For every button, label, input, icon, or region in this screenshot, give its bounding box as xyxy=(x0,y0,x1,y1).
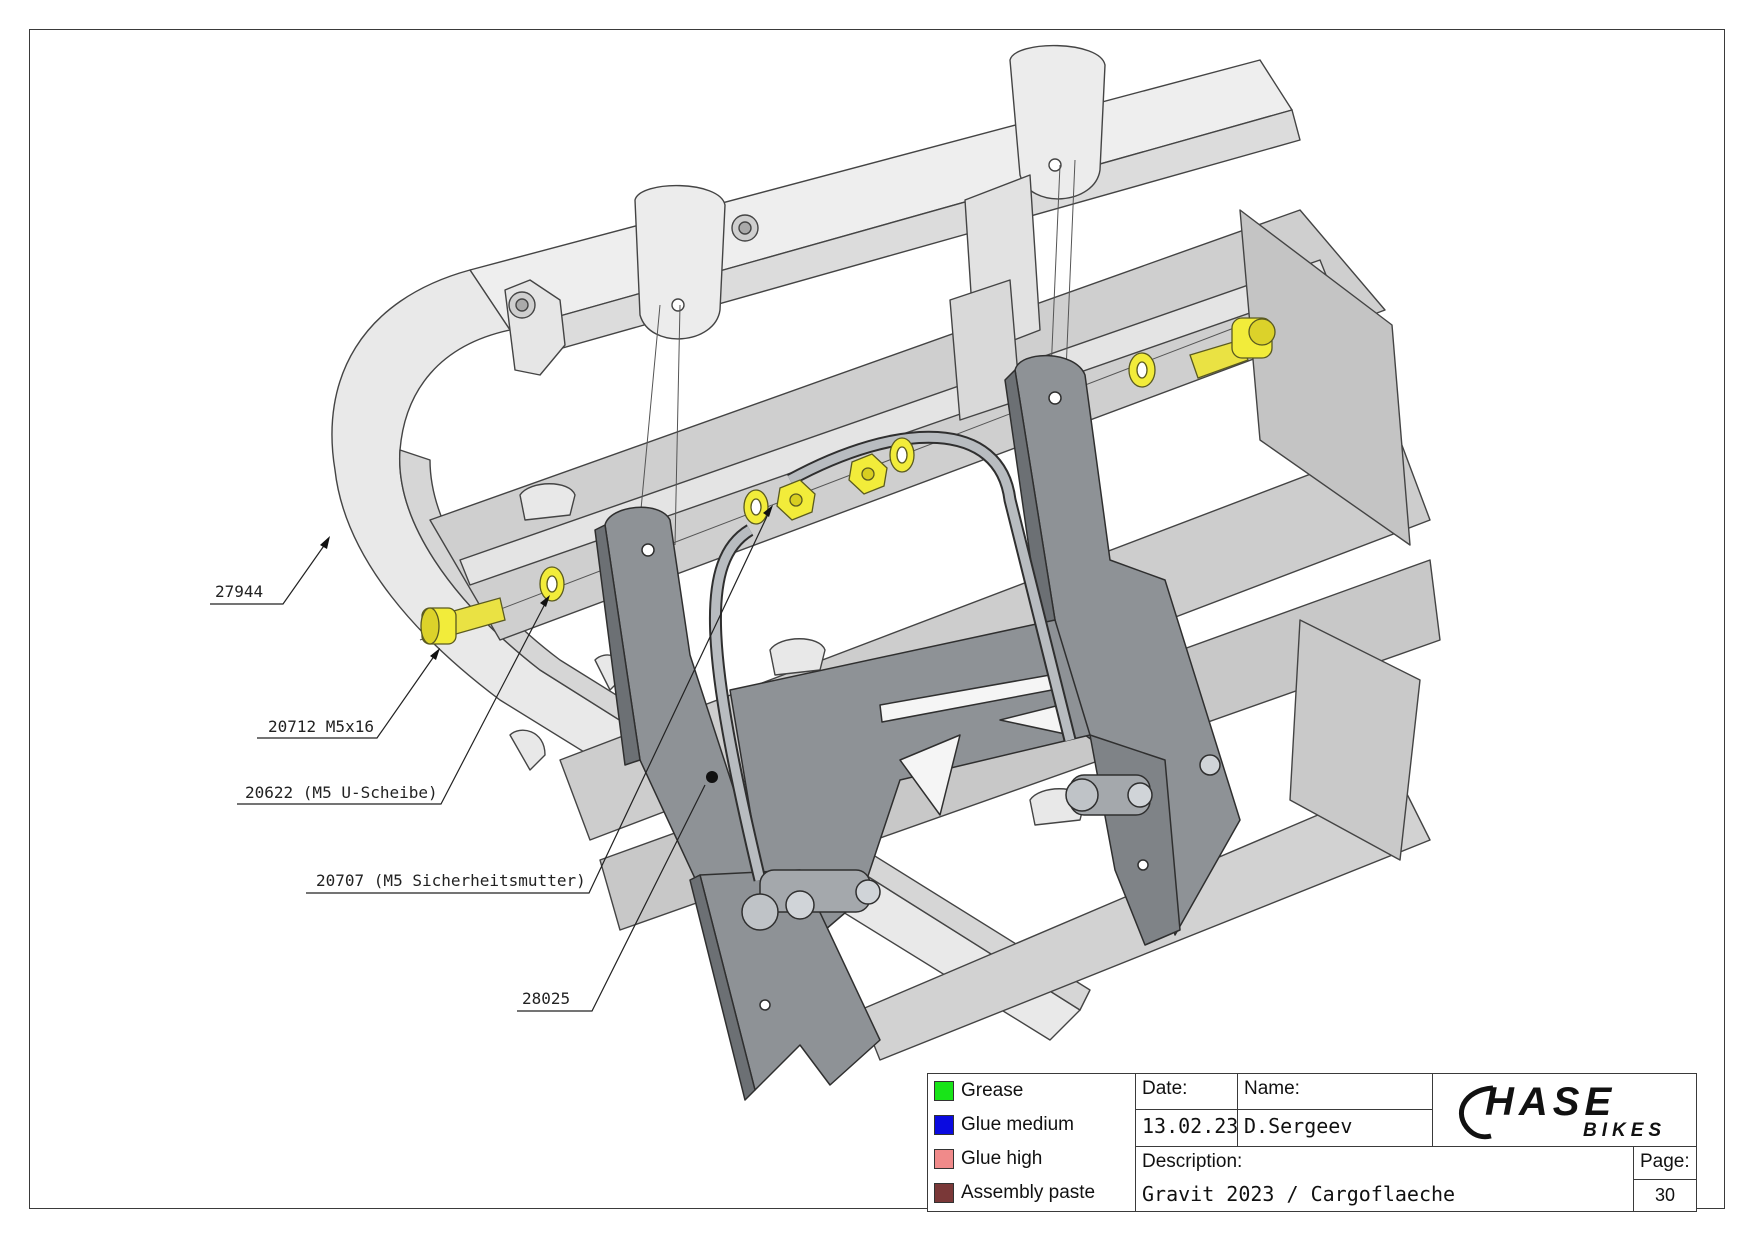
name-caption: Name: xyxy=(1244,1078,1300,1099)
assembly-paste-swatch xyxy=(934,1183,954,1203)
callout-arrowheads xyxy=(320,505,773,660)
cargo-frame-27944 xyxy=(331,44,1441,1061)
legend-label: Glue high xyxy=(961,1148,1043,1169)
washer-20622-right xyxy=(1128,352,1156,388)
page-value: 30 xyxy=(1654,1185,1676,1205)
callout-label-20712: 20712 M5x16 xyxy=(268,717,374,736)
material-legend: Grease Glue medium Glue high Assembly pa… xyxy=(928,1074,1136,1211)
legend-label: Glue medium xyxy=(961,1114,1074,1135)
logo-cell: HASE BIKES xyxy=(1433,1074,1696,1147)
washer-20622-left xyxy=(539,566,565,602)
drawing-frame xyxy=(29,29,1725,1209)
legend-label: Assembly paste xyxy=(961,1182,1096,1203)
logo-brand: HASE xyxy=(1485,1080,1617,1124)
hardware-parts xyxy=(420,317,1276,645)
legend-label: Grease xyxy=(961,1080,1024,1101)
title-block: Grease Glue medium Glue high Assembly pa… xyxy=(927,1073,1697,1212)
name-caption-cell: Name: xyxy=(1238,1074,1433,1110)
legend-item-glue-medium: Glue medium xyxy=(928,1108,1136,1143)
page-value-cell: 30 xyxy=(1634,1180,1696,1211)
screw-20712-right xyxy=(1189,317,1276,379)
glue-high-swatch xyxy=(934,1149,954,1169)
grease-swatch xyxy=(934,1081,954,1101)
description-value-cell: Gravit 2023 / Cargoflaeche xyxy=(1136,1178,1634,1211)
callout-label-27944: 27944 xyxy=(215,582,263,601)
description-caption: Description: xyxy=(1142,1151,1243,1172)
callout-label-20707: 20707 (M5 Sicherheitsmutter) xyxy=(316,871,586,890)
logo-sub: BIKES xyxy=(1583,1120,1667,1141)
legend-item-grease: Grease xyxy=(928,1074,1136,1109)
name-value: D.Sergeev xyxy=(1244,1114,1353,1138)
date-value-cell: 13.02.23 xyxy=(1136,1110,1238,1147)
page-caption: Page: xyxy=(1640,1151,1690,1172)
legend-item-glue-high: Glue high xyxy=(928,1142,1136,1177)
legend-item-assembly-paste: Assembly paste xyxy=(928,1176,1136,1211)
date-value: 13.02.23 xyxy=(1142,1114,1239,1138)
hase-logo-swoosh-icon xyxy=(1458,1085,1494,1140)
name-value-cell: D.Sergeev xyxy=(1238,1110,1433,1147)
bracket-28025 xyxy=(594,354,1241,1101)
date-caption: Date: xyxy=(1142,1078,1188,1099)
callout-label-20622: 20622 (M5 U-Scheibe) xyxy=(245,783,438,802)
page-caption-cell: Page: xyxy=(1634,1147,1696,1180)
date-caption-cell: Date: xyxy=(1136,1074,1238,1110)
callout-leaders xyxy=(210,509,771,1012)
callout-label-28025: 28025 xyxy=(522,989,570,1008)
nut-washer-row xyxy=(743,437,915,525)
description-caption-cell: Description: xyxy=(1136,1147,1634,1180)
glue-medium-swatch xyxy=(934,1115,954,1135)
screw-20712-left xyxy=(420,597,506,645)
description-value: Gravit 2023 / Cargoflaeche xyxy=(1142,1182,1456,1206)
